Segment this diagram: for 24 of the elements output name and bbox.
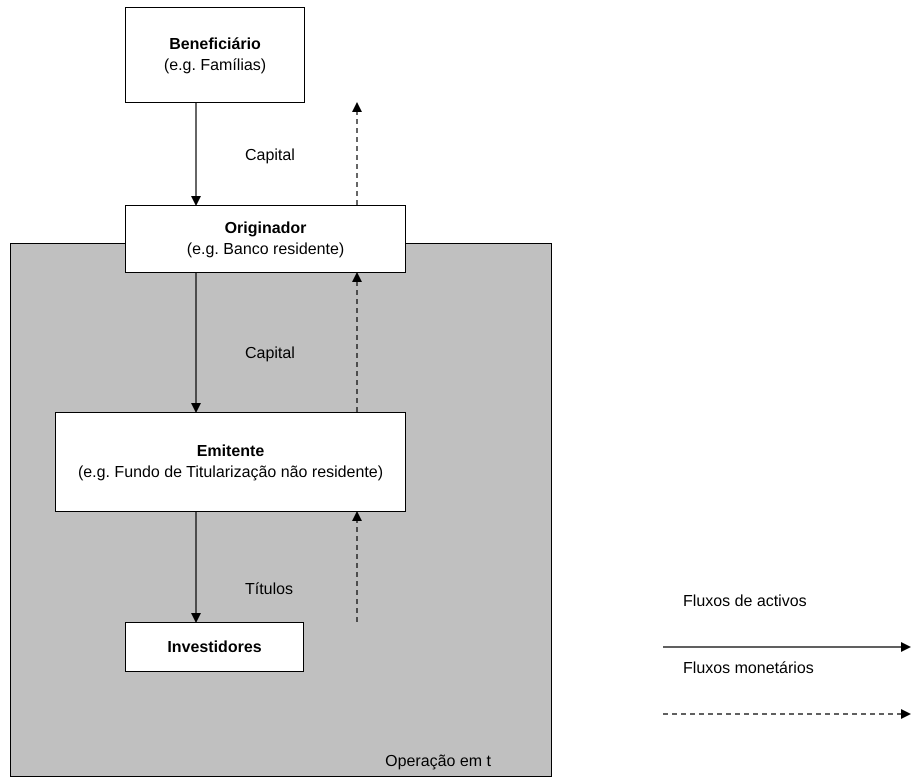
flow-arrow: [352, 511, 362, 622]
legend-label: Fluxos de activos: [683, 592, 807, 612]
entity-box: [125, 622, 304, 672]
entity-box: [125, 205, 406, 273]
flow-arrow: [352, 272, 362, 412]
operation-region: [10, 243, 552, 777]
flow-arrow: [191, 103, 201, 206]
entity-example: (e.g. Fundo de Titularização não residente): [78, 463, 384, 483]
entity-name: Investidores: [167, 638, 262, 658]
flow-label: Capital: [245, 146, 295, 166]
entity-name: Beneficiário: [169, 35, 261, 55]
entity-box: [55, 412, 406, 512]
region-label: Operação em t: [385, 752, 491, 772]
flow-arrow: [352, 102, 362, 205]
entity-name: Originador: [224, 219, 306, 239]
flow-arrow: [191, 273, 201, 413]
entity-name: Emitente: [196, 442, 264, 462]
flow-label: Títulos: [245, 580, 294, 600]
flow-arrow: [191, 512, 201, 623]
flow-label: Capital: [245, 344, 295, 364]
entity-example: (e.g. Banco residente): [186, 240, 344, 260]
entity-example: (e.g. Famílias): [164, 56, 266, 76]
legend-label: Fluxos monetários: [683, 659, 814, 679]
entity-box: [125, 7, 305, 103]
